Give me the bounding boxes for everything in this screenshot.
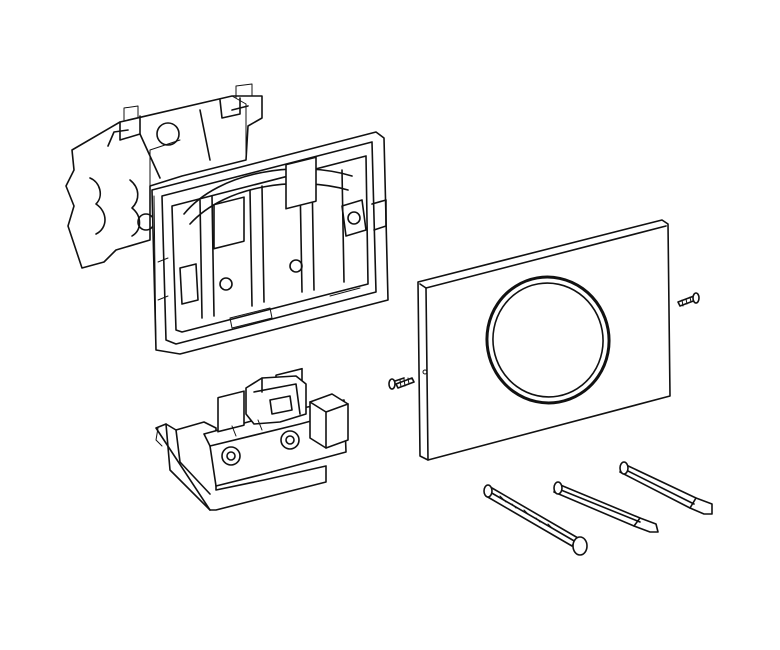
extension-rod-1 bbox=[483, 484, 588, 556]
fixing-screw-left bbox=[388, 377, 415, 390]
flush-button-ring bbox=[485, 275, 611, 405]
extension-rod-2 bbox=[553, 481, 659, 533]
mounting-frame bbox=[151, 131, 389, 355]
extension-rod-3 bbox=[619, 461, 713, 515]
mounting-bracket bbox=[65, 83, 263, 269]
actuator-mechanism bbox=[155, 367, 349, 511]
fixing-screw-right bbox=[677, 292, 700, 307]
actuator-plate bbox=[417, 219, 671, 461]
